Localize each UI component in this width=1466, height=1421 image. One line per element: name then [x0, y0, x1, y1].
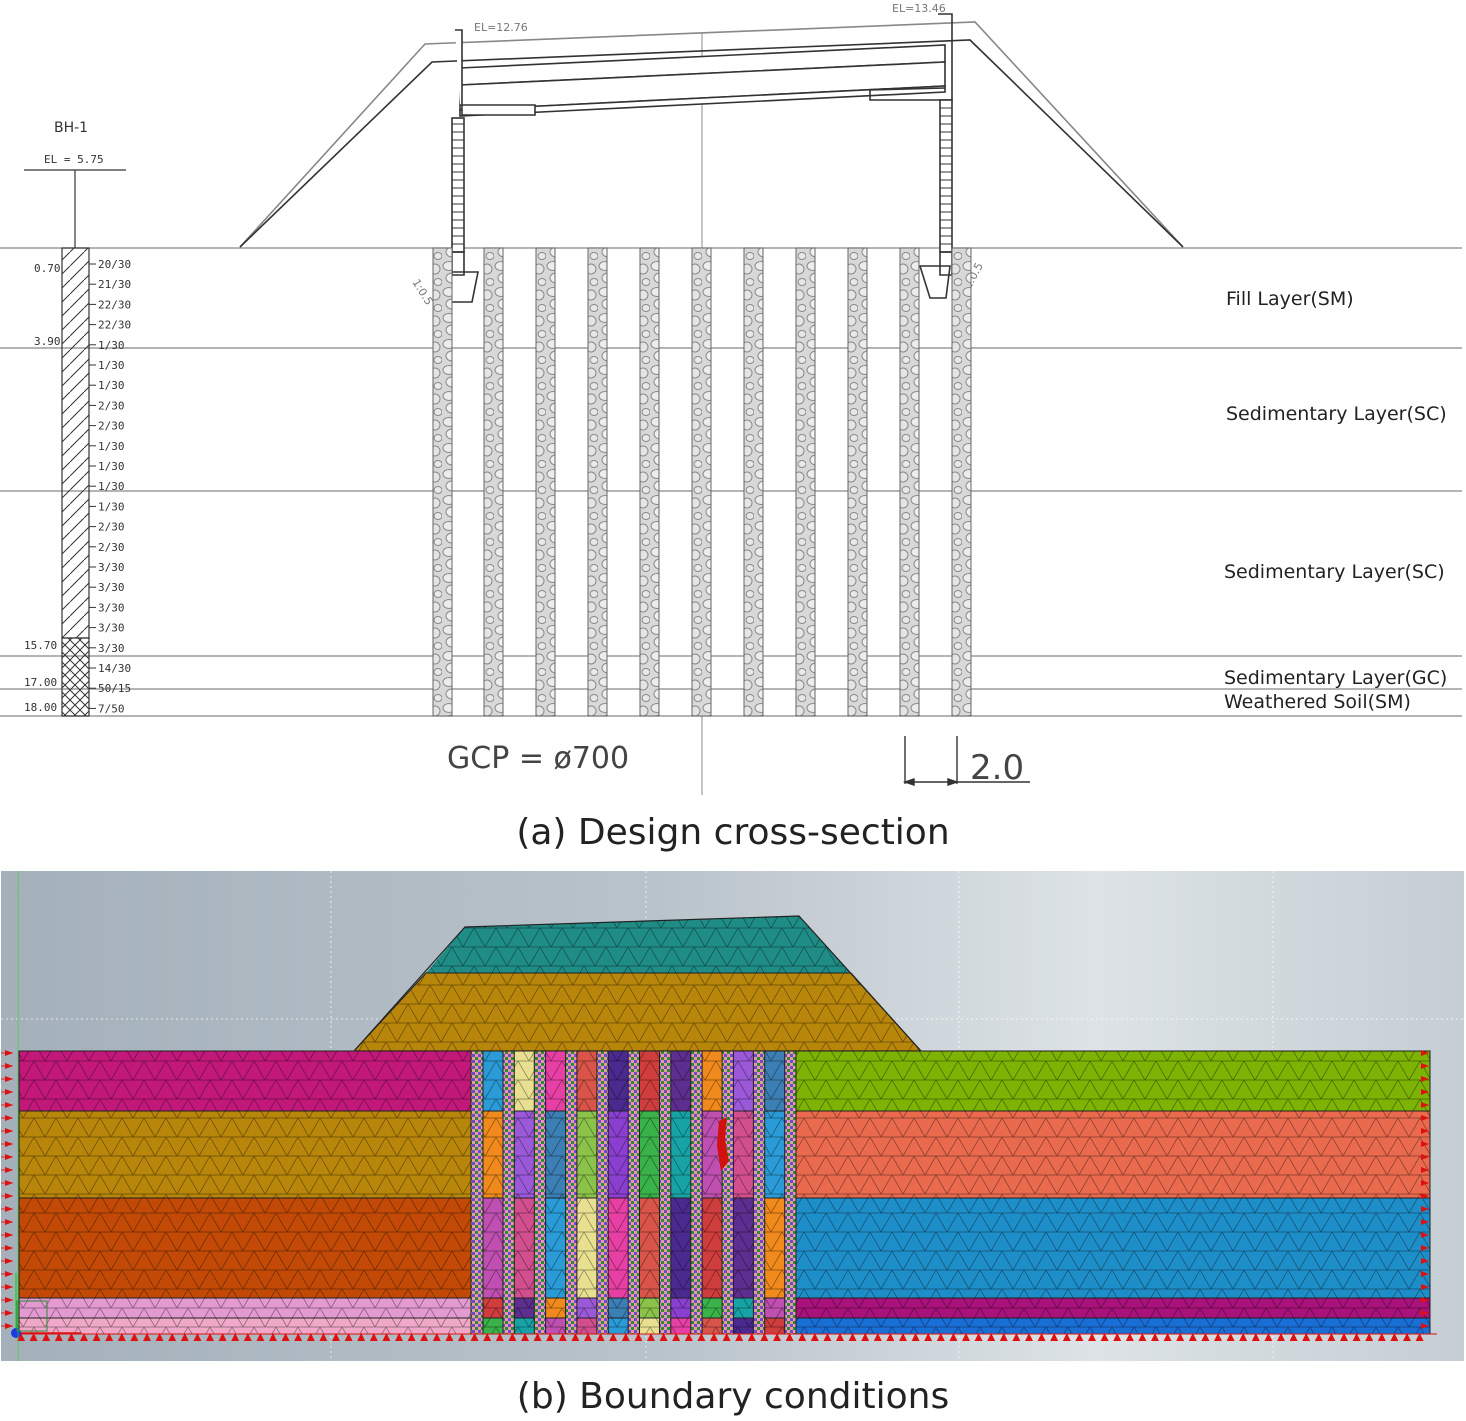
- borehole-name: BH-1: [54, 120, 88, 136]
- spt-value: 1/30: [98, 500, 125, 513]
- gcp-column: [587, 247, 608, 717]
- borehole-elevation: EL = 5.75: [44, 153, 104, 166]
- spt-value: 3/30: [98, 561, 125, 574]
- spt-value: 1/30: [98, 339, 125, 352]
- embankment-bottom-layer-mesh: [352, 972, 923, 1052]
- stone-columns: [470, 1050, 797, 1335]
- fem-model-panel: [1, 871, 1464, 1361]
- gcp-column: [743, 247, 764, 717]
- spt-list: 20/30 21/30 22/30 22/30 1/30 1/30 1/30 2/30 2/30…: [89, 258, 131, 715]
- gcp-column: [483, 247, 504, 717]
- right-elevation-label: EL=13.46: [892, 2, 946, 15]
- spt-value: 7/50: [98, 702, 125, 715]
- spt-value: 1/30: [98, 440, 125, 453]
- spt-value: 2/30: [98, 521, 125, 534]
- spt-value: 3/30: [98, 581, 125, 594]
- spt-value: 2/30: [98, 541, 125, 554]
- spt-value: 21/30: [98, 278, 131, 291]
- spt-value: 20/30: [98, 258, 131, 271]
- spt-value: 22/30: [98, 319, 131, 332]
- plastic-zone: [717, 1117, 729, 1171]
- spt-value: 1/30: [98, 379, 125, 392]
- layer-boundaries: [0, 247, 1462, 717]
- gcp-column: [899, 247, 920, 717]
- layer-label-weathered: Weathered Soil(SM): [1224, 691, 1411, 713]
- spt-value: 2/30: [98, 420, 125, 433]
- depth-label: 3.90: [34, 335, 61, 348]
- design-cross-section: EL=12.76 EL=13.46 1:0.5 1:0.5 BH-1 EL = …: [0, 2, 1462, 795]
- layer-label-sc-upper: Sedimentary Layer(SC): [1226, 403, 1447, 425]
- depth-label: 0.70: [34, 262, 61, 275]
- gcp-column: [535, 247, 556, 717]
- gcp-column: [847, 247, 868, 717]
- gcp-column: [639, 247, 660, 717]
- embankment-outer: [239, 21, 1184, 248]
- spt-value: 3/30: [98, 642, 125, 655]
- spt-value: 14/30: [98, 662, 131, 675]
- spt-value: 1/30: [98, 460, 125, 473]
- spt-value: 1/30: [98, 359, 125, 372]
- gcp-label: GCP = ø700: [447, 741, 629, 776]
- spt-value: 50/15: [98, 682, 131, 695]
- boundary-condition-markers: [1, 1050, 1437, 1341]
- layer-label-fill: Fill Layer(SM): [1226, 288, 1354, 310]
- abutment-hatch: [452, 107, 952, 245]
- layer-label-sc-lower: Sedimentary Layer(SC): [1224, 561, 1445, 583]
- gcp-column: [432, 247, 453, 717]
- spt-value: 1/30: [98, 480, 125, 493]
- embankment-top-layer-mesh: [426, 916, 851, 973]
- spacing-dimension: [902, 736, 1030, 786]
- gcp-column: [795, 247, 816, 717]
- bridge-structure: [433, 13, 953, 303]
- embankment-inner: [239, 39, 1184, 248]
- depth-label: 18.00: [24, 701, 57, 714]
- slope-label-left: 1:0.5: [409, 277, 435, 308]
- fem-mesh: [1, 871, 1464, 1361]
- spacing-label: 2.0: [970, 748, 1024, 788]
- caption-boundary-conditions: (b) Boundary conditions: [516, 1376, 950, 1417]
- left-elevation-label: EL=12.76: [474, 21, 528, 34]
- caption-design-cross-section: (a) Design cross-section: [516, 812, 950, 853]
- depth-label: 17.00: [24, 676, 57, 689]
- depth-label: 15.70: [24, 639, 57, 652]
- soil-layers: [18, 1050, 1431, 1335]
- spt-value: 3/30: [98, 601, 125, 614]
- spt-value: 3/30: [98, 622, 125, 635]
- borehole-log: BH-1 EL = 5.75 20/30 21/30 22/30 22/30 1/30 1…: [24, 120, 131, 717]
- layer-label-gc: Sedimentary Layer(GC): [1224, 667, 1447, 689]
- spt-value: 2/30: [98, 399, 125, 412]
- gcp-column: [951, 247, 972, 717]
- gcp-columns: [432, 247, 972, 717]
- spt-value: 22/30: [98, 298, 131, 311]
- gcp-column: [691, 247, 712, 717]
